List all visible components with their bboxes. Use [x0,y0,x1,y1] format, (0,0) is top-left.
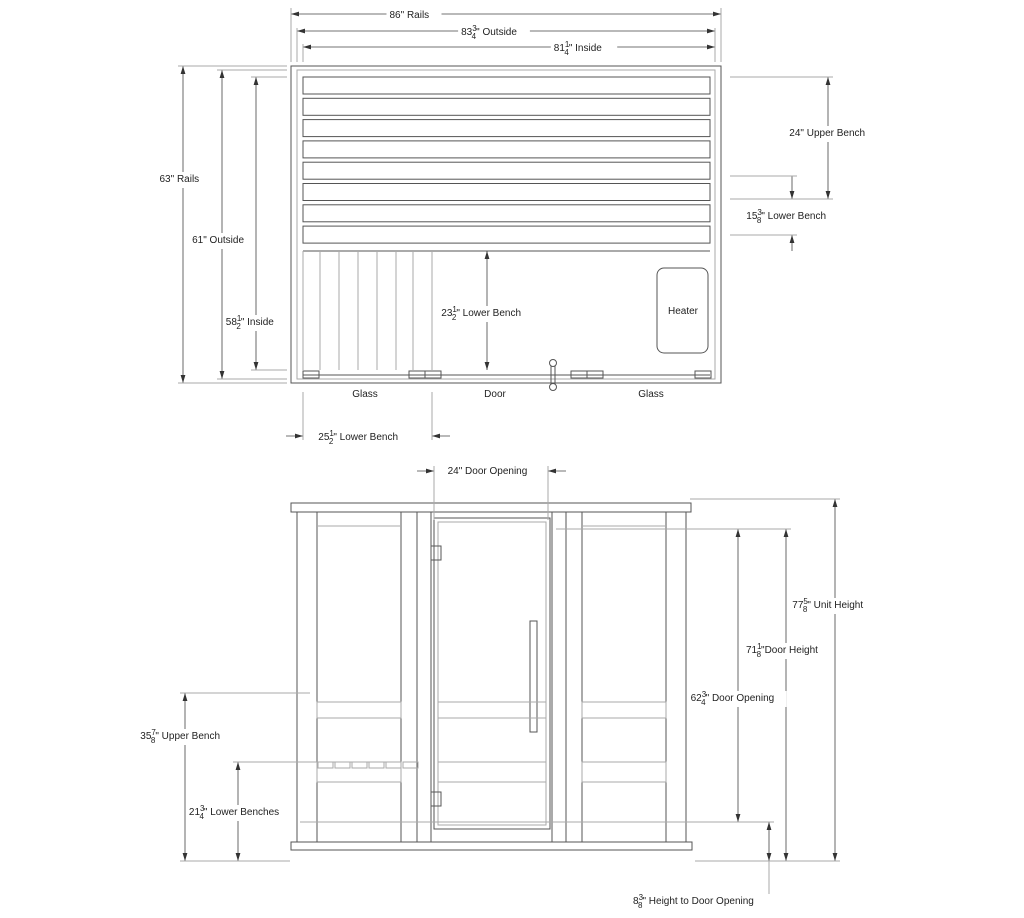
bench-slat [302,119,711,138]
slat-end [368,761,385,769]
bench-slat [302,97,711,116]
glass-right-label: Glass [638,389,664,400]
bench-slat [302,204,711,223]
dimension-label: 24" Door Opening [448,466,528,477]
dimension-lines [178,8,840,904]
hinge-bottom [430,791,442,807]
upper-bench-slats [302,76,711,244]
door-label: Door [484,389,506,400]
inner-wall [296,69,716,380]
dimension-label: 61" Outside [192,235,244,246]
lower-bench-slats [302,251,433,370]
hinge-top [430,545,442,561]
dimension-label: 63" Rails [160,174,200,185]
heater-outline [656,267,709,354]
bench-slat [302,225,711,244]
top-view-plan [290,65,722,391]
slat-end [402,761,419,769]
bench-slat [302,140,711,159]
glass-left-label: Glass [352,389,378,400]
slat-end [351,761,368,769]
slat-end [317,761,334,769]
base [290,841,693,851]
dimension-label: 86" Rails [390,10,430,21]
bench-slat [302,161,711,180]
door-handle-icon [549,359,557,391]
slat-end [385,761,402,769]
bench-slat [302,76,711,95]
outer-wall [290,65,722,384]
lower-bench-slat-ends [317,761,419,769]
dimension-label: 24" Upper Bench [789,128,865,139]
top-cap [290,502,692,513]
glass-door [433,517,551,830]
door-pull-handle [529,620,538,733]
front-elevation [290,502,693,851]
slat-end [334,761,351,769]
heater-label: Heater [668,306,699,317]
bench-slat [302,183,711,201]
